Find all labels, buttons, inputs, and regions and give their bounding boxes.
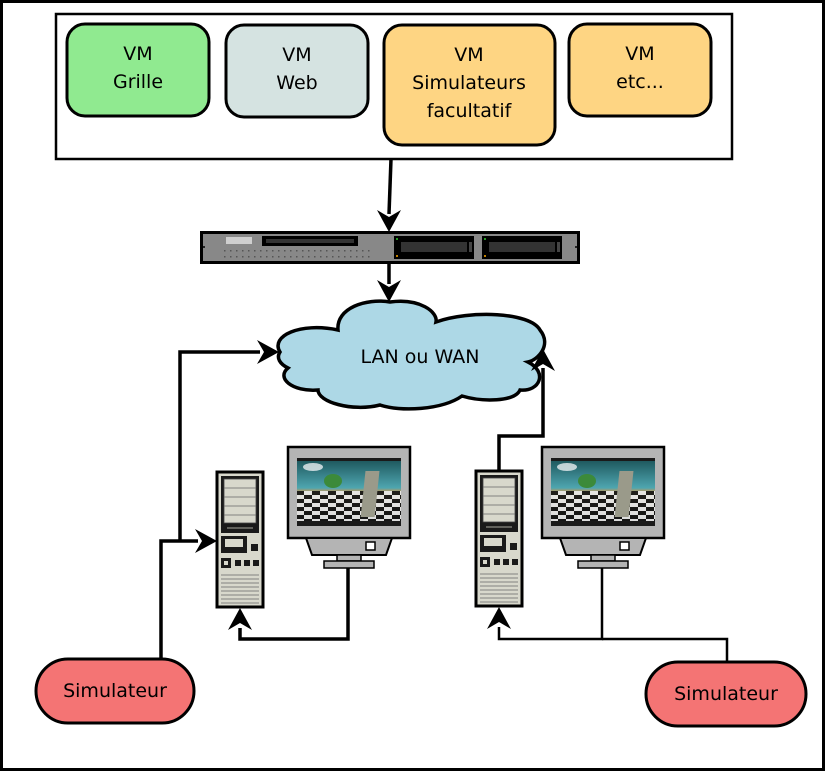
vent-dot [266,250,268,252]
vent-dot [248,256,250,258]
vent-dot [224,250,226,252]
vent-dot [296,256,298,258]
vm-web-line2: Web [276,72,317,94]
rack-server-icon [200,231,580,264]
simulator-right-label: Simulateur [674,683,778,705]
arrow-left-tower-to-network [178,340,279,540]
vent-dot [248,250,250,252]
vent-dot [272,250,274,252]
tower-right-icon [474,469,524,608]
arrow-vm-to-server [377,158,401,232]
vent-dot [326,250,328,252]
vm-web-box [224,23,370,119]
line-right-simulator-to-tower [602,637,729,662]
vent-dot [314,250,316,252]
vent-dot [302,256,304,258]
vm-web: VM Web [224,23,370,119]
vent-dot [260,250,262,252]
network-cloud-shape [276,299,547,411]
vent-dot [236,256,238,258]
vent-dot [284,250,286,252]
vm-simulateurs-line3: facultatif [427,100,513,122]
arrow-left-monitor-to-tower [228,568,350,641]
vent-dot [320,250,322,252]
vent-dot [314,256,316,258]
server-vent-dots [224,250,370,258]
vm-grille-box [65,22,211,118]
vent-dot [266,256,268,258]
simulator-left-label: Simulateur [63,680,167,702]
vent-dot [290,256,292,258]
vent-dot [308,256,310,258]
vm-simulateurs-box [382,23,557,147]
arrow-server-to-network [377,264,401,302]
vm-web-line1: VM [282,44,311,66]
vm-group: VM Grille VM Web VM Simulateurs facultat… [54,12,734,161]
vent-dot [254,250,256,252]
vent-dot [368,250,370,252]
vent-dot [260,256,262,258]
vm-simulateurs-line2: Simulateurs [412,72,526,94]
vent-dot [362,250,364,252]
vm-etc-box [567,22,713,118]
vent-dot [338,250,340,252]
simulator-right: Simulateur [644,660,808,728]
vent-dot [224,256,226,258]
vm-etc-line2: etc... [616,71,664,93]
network-cloud: LAN ou WAN [276,299,547,411]
vent-dot [242,250,244,252]
tower-left-icon [215,470,265,609]
vm-grille: VM Grille [65,22,211,118]
vent-dot [350,256,352,258]
simulator-left: Simulateur [34,657,196,725]
vent-dot [326,256,328,258]
vm-etc: VM etc... [567,22,713,118]
vent-dot [320,256,322,258]
vent-dot [356,256,358,258]
vent-dot [230,250,232,252]
vent-dot [332,256,334,258]
vent-dot [356,250,358,252]
vm-simulateurs-line1: VM [454,44,483,66]
simulator-left-shape [34,657,196,725]
vm-simulateurs: VM Simulateurs facultatif [382,23,557,147]
vent-dot [362,256,364,258]
vent-dot [236,250,238,252]
vent-dot [242,256,244,258]
vent-dot [284,256,286,258]
arrow-right-tower-to-network [497,349,555,471]
vent-dot [308,250,310,252]
vent-dot [272,256,274,258]
arrow-left-simulator-to-tower [159,529,217,660]
vent-dot [254,256,256,258]
simulator-right-shape [644,660,808,728]
vent-dot [230,256,232,258]
network-label: LAN ou WAN [361,346,480,368]
vent-dot [302,250,304,252]
vm-grille-line2: Grille [113,71,163,93]
vm-grille-line1: VM [123,43,152,65]
vent-dot [344,256,346,258]
vent-dot [278,250,280,252]
vent-dot [278,256,280,258]
vent-dot [296,250,298,252]
vent-dot [344,250,346,252]
vm-etc-line1: VM [625,43,654,65]
vent-dot [332,250,334,252]
vent-dot [350,250,352,252]
vent-dot [290,250,292,252]
vent-dot [368,256,370,258]
arrow-right-monitor-to-tower [487,568,604,641]
vent-dot [338,256,340,258]
